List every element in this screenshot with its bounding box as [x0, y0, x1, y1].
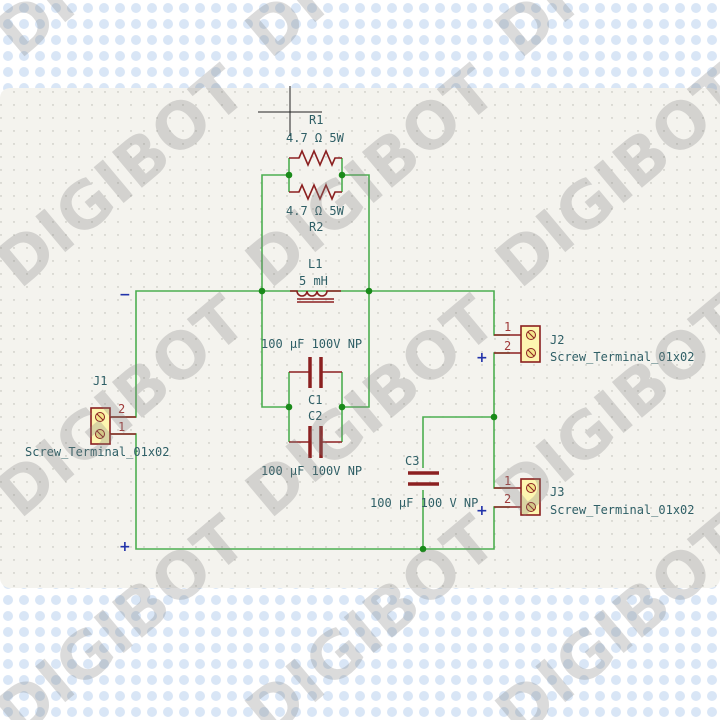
background-dots-bottom — [0, 580, 720, 720]
j2-ref: J2 — [550, 333, 564, 347]
c2-value: 100 µF 100V NP — [261, 464, 362, 478]
crosshair-cursor — [258, 86, 322, 136]
c2-ref: C2 — [308, 409, 322, 423]
c3-value: 100 µF 100 V NP — [370, 496, 478, 510]
l1-value: 5 mH — [299, 274, 328, 288]
j3-pin1: 1 — [504, 474, 511, 488]
r2-value: 4.7 Ω 5W — [286, 204, 345, 218]
l1-ref: L1 — [308, 257, 322, 271]
connector-j1[interactable]: 2 1 J1 Screw_Terminal_01x02 — [25, 374, 170, 459]
c1-value: 100 µF 100V NP — [261, 337, 362, 351]
capacitor-c2[interactable]: C2 100 µF 100V NP — [261, 409, 362, 478]
r2-ref: R2 — [309, 220, 323, 234]
j1-pin1: 1 — [118, 420, 125, 434]
j1-value: Screw_Terminal_01x02 — [25, 445, 170, 459]
c1-ref: C1 — [308, 393, 322, 407]
c3-ref: C3 — [405, 454, 419, 468]
connector-j2[interactable]: 1 2 J2 Screw_Terminal_01x02 — [494, 320, 695, 364]
r1-ref: R1 — [309, 113, 323, 127]
j3-ref: J3 — [550, 485, 564, 499]
resistor-r2[interactable]: 4.7 Ω 5W R2 — [286, 182, 345, 234]
background-dots-top — [0, 0, 720, 90]
capacitor-c3[interactable]: C3 100 µF 100 V NP — [370, 454, 478, 510]
junctions — [258, 171, 498, 553]
j2-pin2: 2 — [504, 339, 511, 353]
j1-pin2: 2 — [118, 402, 125, 416]
j1-ref: J1 — [93, 374, 107, 388]
j2-value: Screw_Terminal_01x02 — [550, 350, 695, 364]
connector-j3[interactable]: 1 2 J3 Screw_Terminal_01x02 — [494, 474, 695, 517]
plus-sign-j2: + — [476, 350, 488, 366]
capacitor-c1[interactable]: 100 µF 100V NP C1 — [261, 337, 362, 407]
plus-sign-j3: + — [476, 503, 488, 519]
plus-sign-j1: + — [119, 539, 131, 555]
resistor-r1[interactable]: R1 4.7 Ω 5W — [286, 113, 345, 168]
j3-value: Screw_Terminal_01x02 — [550, 503, 695, 517]
r1-value: 4.7 Ω 5W — [286, 131, 345, 145]
inductor-l1[interactable]: L1 5 mH — [290, 257, 341, 303]
grid — [0, 88, 720, 588]
j3-pin2: 2 — [504, 492, 511, 506]
minus-sign-j1: − — [119, 287, 131, 303]
j2-pin1: 1 — [504, 320, 511, 334]
